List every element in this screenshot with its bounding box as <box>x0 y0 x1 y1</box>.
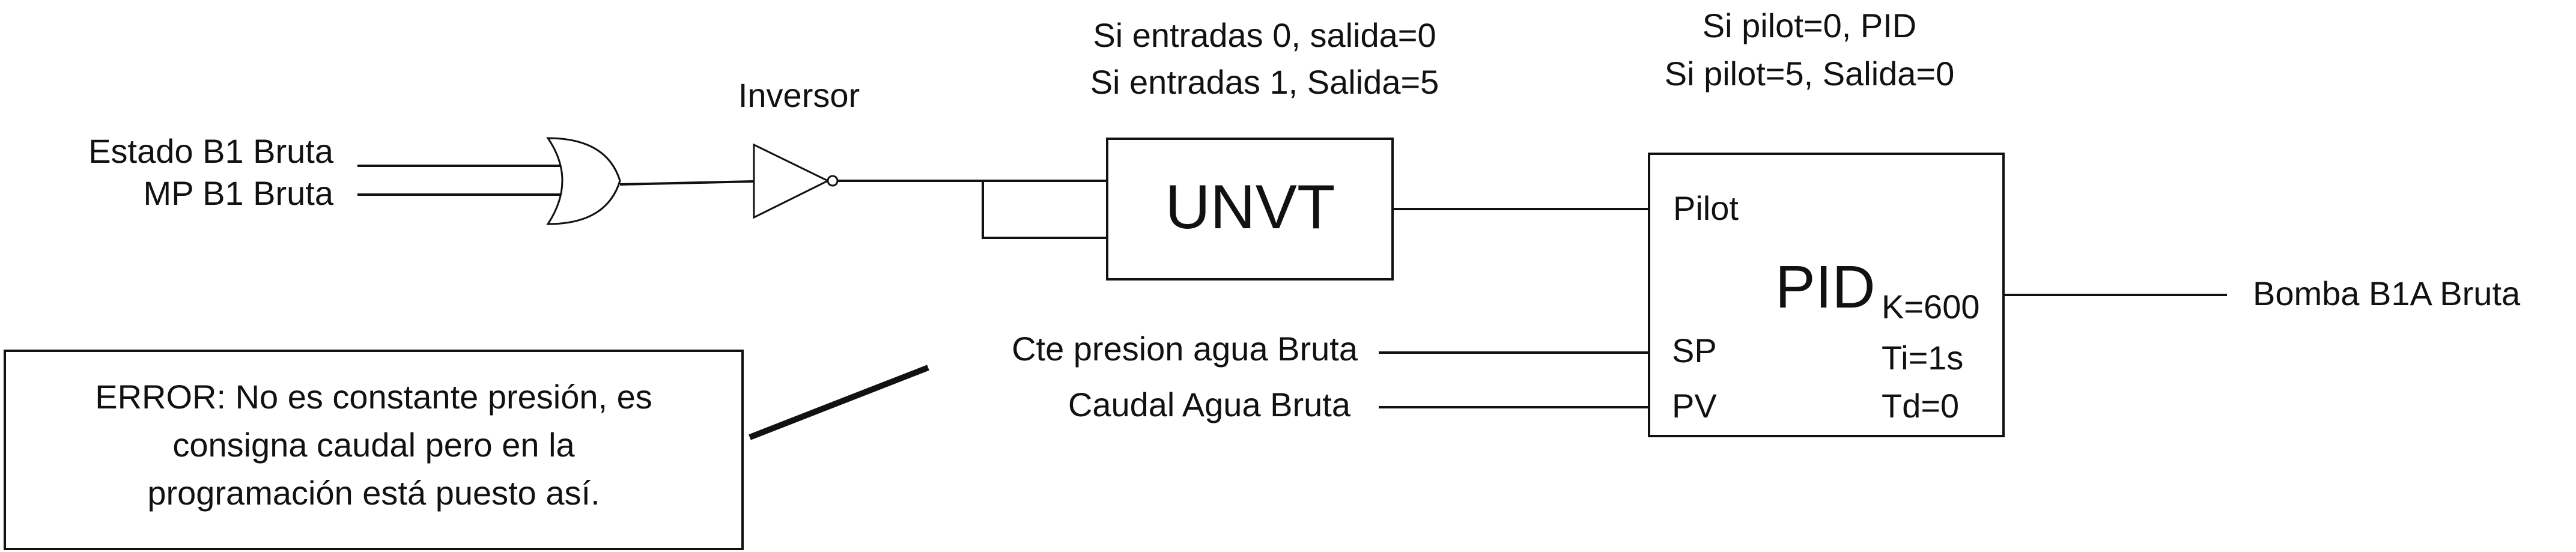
signal-label-process-value: Caudal Agua Bruta <box>1068 386 1351 423</box>
pid-param-k: K=600 <box>1882 288 1980 326</box>
error-note-line1: ERROR: No es constante presión, es <box>95 378 652 416</box>
output-label-bomba: Bomba B1A Bruta <box>2253 274 2521 312</box>
or-gate-icon <box>546 137 621 225</box>
input-label-estado: Estado B1 Bruta <box>88 132 334 170</box>
unvt-note-line2: Si entradas 1, Salida=5 <box>1090 63 1439 101</box>
pid-port-sp: SP <box>1672 332 1717 369</box>
pid-note-line1: Si pilot=0, PID <box>1703 7 1916 44</box>
pid-param-td: Td=0 <box>1882 387 1959 425</box>
error-pointer-line <box>749 365 929 440</box>
unvt-note-line1: Si entradas 0, salida=0 <box>1093 16 1436 54</box>
unvt-block-label: UNVT <box>1165 172 1335 242</box>
error-note-box <box>4 350 744 550</box>
unvt-block <box>1106 138 1394 281</box>
pid-port-pv: PV <box>1672 387 1717 425</box>
inverter-label: Inversor <box>738 76 860 114</box>
pid-port-pilot: Pilot <box>1673 189 1739 227</box>
error-note-line2: consigna caudal pero en la <box>172 426 575 464</box>
error-note-line3: programación está puesto así. <box>147 474 600 512</box>
inverter-gate-icon <box>753 143 830 219</box>
pid-param-ti: Ti=1s <box>1882 339 1963 377</box>
pid-block-title: PID <box>1775 253 1876 321</box>
wire-unvt-loop <box>982 181 1107 239</box>
signal-label-setpoint: Cte presion agua Bruta <box>1012 330 1358 368</box>
pid-block <box>1648 153 2005 437</box>
wire-or-to-inverter <box>619 180 755 186</box>
pid-note-line2: Si pilot=5, Salida=0 <box>1665 55 1955 93</box>
input-label-mp: MP B1 Bruta <box>144 174 334 212</box>
inverter-bubble-icon <box>827 175 839 187</box>
